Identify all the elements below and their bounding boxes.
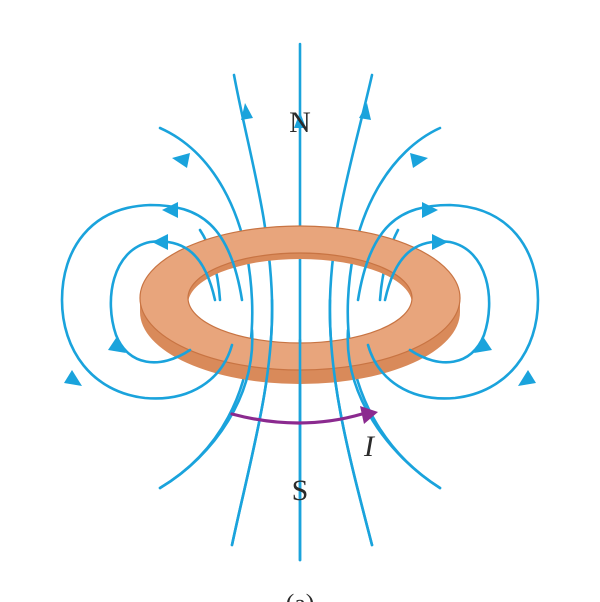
arrowhead-icon: [64, 370, 82, 386]
arrowhead-icon: [432, 234, 448, 250]
ring-top: [140, 226, 460, 370]
current-arrowhead: [360, 406, 378, 424]
arrowhead-icon: [294, 112, 306, 128]
current-ring: [139, 225, 461, 384]
figure-caption: (a): [286, 589, 315, 602]
arrowhead-icon: [410, 153, 428, 168]
arrowhead-icon: [474, 338, 492, 353]
arrowhead-icon: [359, 103, 371, 120]
arrowhead-icon: [108, 338, 126, 353]
arrowhead-icon: [152, 234, 168, 250]
current-arrow: [230, 406, 378, 425]
field-line-inner-right-1: [328, 73, 374, 547]
ring-side: [140, 298, 460, 384]
field-arrows: [64, 103, 536, 386]
arrowhead-icon: [172, 153, 190, 168]
arrowhead-icon: [518, 370, 536, 386]
current-label: I: [363, 430, 376, 463]
field-line-inner-right-front: [328, 298, 374, 547]
field-line-mid-left-front: [158, 328, 254, 490]
field-line-mid-right-front: [346, 328, 442, 490]
arrowhead-icon: [162, 202, 178, 218]
arrowhead-icon: [241, 103, 253, 120]
arrowhead-icon: [422, 202, 438, 218]
curved-arrow-icon: [230, 412, 364, 425]
field-loop-right-large: [356, 203, 540, 400]
north-label: N: [289, 106, 311, 139]
field-loop-right-small: [383, 240, 491, 364]
field-loop-left-small: [109, 240, 217, 364]
south-label: S: [292, 474, 309, 507]
field-loop-left-large: [60, 203, 244, 400]
